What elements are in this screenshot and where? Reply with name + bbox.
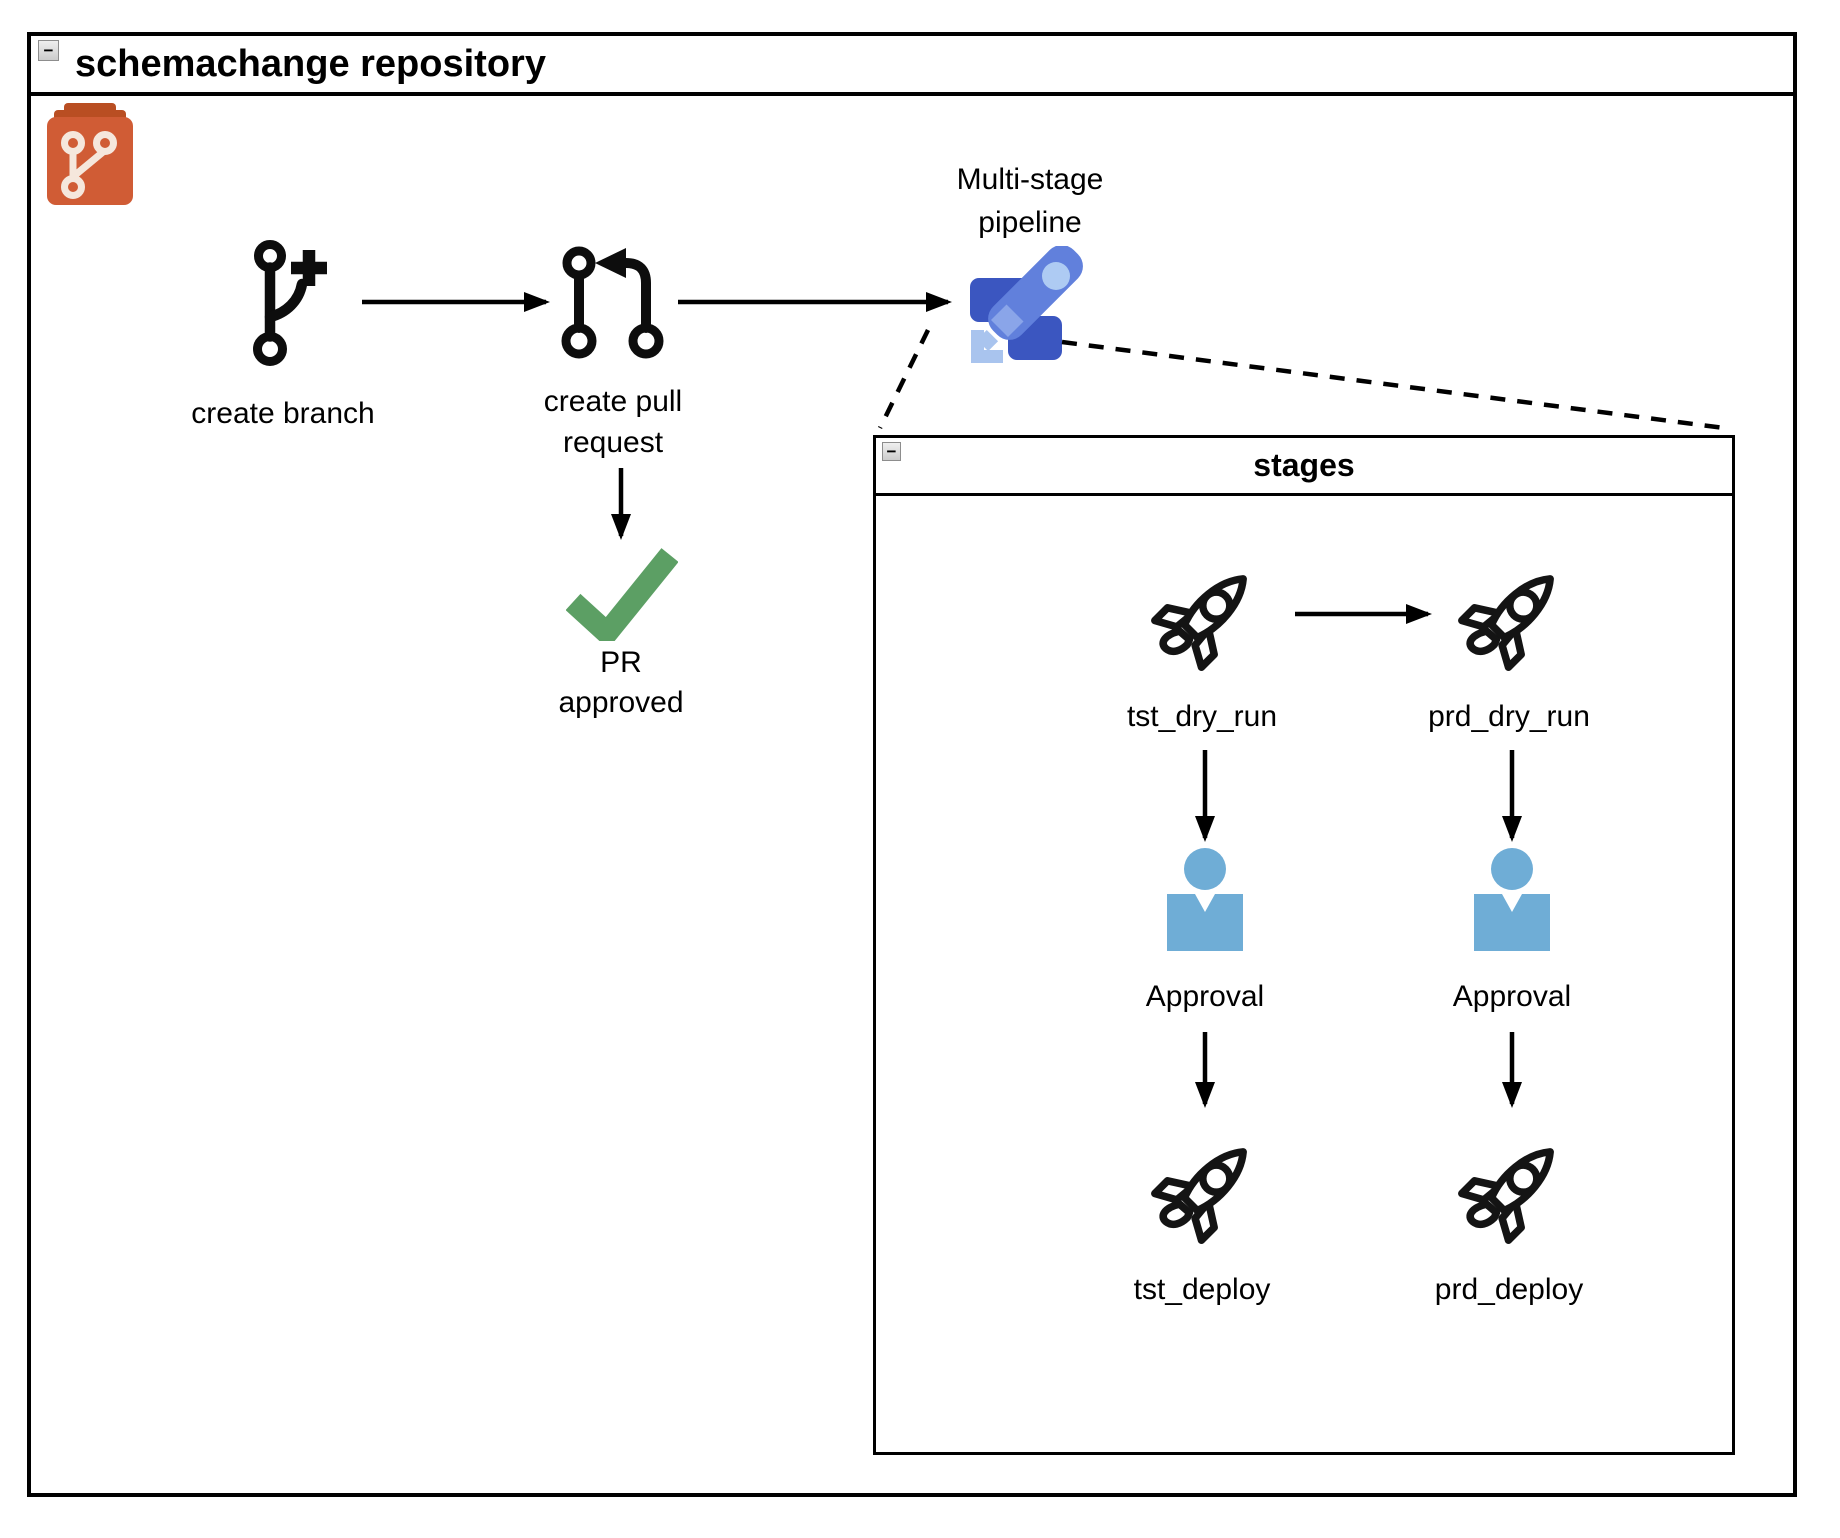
person-approval-icon-prd [1474,848,1550,951]
check-approved-icon [566,548,678,641]
stage-label-tst-dry-run: tst_dry_run [1126,700,1278,733]
pr-approved-label-line1: PR [600,646,642,679]
stage-label-prd-deploy: prd_deploy [1434,1273,1584,1306]
rocket-icon-prd-dry-run [1458,575,1554,671]
create-branch-icon [253,240,327,366]
pr-approved-label-line2: approved [558,686,684,719]
stage-label-approval-tst: Approval [1145,980,1265,1013]
repository-titlebar: − schemachange repository [31,36,1793,96]
collapse-icon[interactable]: − [882,442,901,461]
stage-label-prd-dry-run: prd_dry_run [1428,700,1590,733]
create-pull-request-label-line1: create pull [543,385,683,418]
collapse-icon[interactable]: − [38,40,59,61]
pipeline-label: Multi-stage pipeline [957,158,1104,244]
rocket-icon-tst-dry-run [1151,575,1247,671]
create-branch-label: create branch [191,397,375,430]
pipeline-label-line2: pipeline [978,206,1082,239]
rocket-icon-prd-deploy [1458,1148,1554,1244]
pull-request-icon [561,246,664,359]
azure-pipelines-icon [970,246,1083,363]
stages-frame: − stages [873,435,1735,1455]
stage-label-tst-deploy: tst_deploy [1133,1273,1271,1306]
page-title: schemachange repository [75,42,546,85]
pipeline-label-line1: Multi-stage [956,163,1104,196]
rocket-icon-tst-deploy [1151,1148,1247,1244]
git-repository-icon [47,103,133,205]
create-pull-request-label: create pull request [544,381,682,463]
create-pull-request-label-line2: request [562,426,664,459]
stage-label-approval-prd: Approval [1452,980,1572,1013]
stages-title: stages [1253,447,1355,483]
pr-approved-label: PR approved [558,643,683,723]
person-approval-icon-tst [1167,848,1243,951]
stages-titlebar: − stages [876,438,1732,496]
